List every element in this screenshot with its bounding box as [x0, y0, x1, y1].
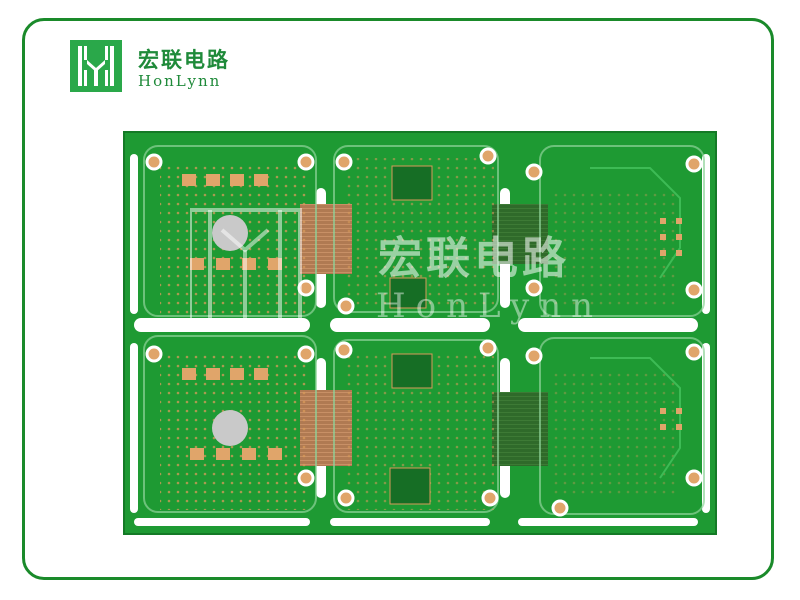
- brand-name-cn: 宏联电路: [138, 48, 230, 72]
- watermark-text-en: HonLynn: [376, 286, 604, 326]
- honlynn-logo-icon: [70, 40, 122, 92]
- brand-name-en: HonLynn: [138, 72, 222, 90]
- watermark-text-cn: 宏联电路: [378, 233, 570, 284]
- pcb-panel-photo: [120, 128, 720, 538]
